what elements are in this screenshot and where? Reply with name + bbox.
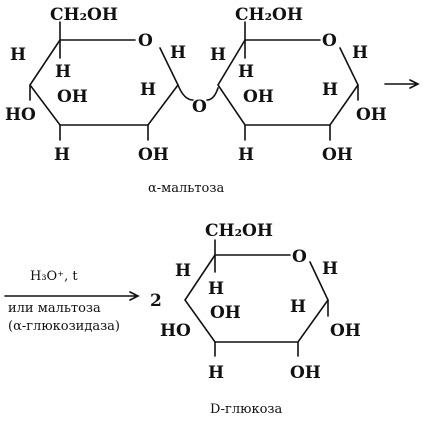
right-h-c4: H xyxy=(238,145,254,165)
glucose-oh-c2: OH xyxy=(290,363,321,383)
glucose-ring: CH₂OH O H H H OH H OH HO H OH xyxy=(160,221,361,383)
right-oh-c1: OH xyxy=(356,105,387,125)
right-substituent-bonds xyxy=(244,39,359,141)
reagent-line-3: (α-глюкозидаза) xyxy=(8,319,120,334)
conditions-arrow xyxy=(4,291,140,301)
top-arrow xyxy=(384,79,420,89)
right-oh-c2: OH xyxy=(322,145,353,165)
glucose-ring-oxygen: O xyxy=(292,247,307,267)
right-ch2oh-label: CH₂OH xyxy=(235,5,303,25)
left-substituent-bonds xyxy=(29,39,149,141)
glucose-oh-c3: OH xyxy=(210,303,241,323)
stoichiometric-coefficient: 2 xyxy=(150,291,162,311)
glucose-ch2oh-label: CH₂OH xyxy=(205,221,273,241)
right-h-c5b: H xyxy=(238,62,254,82)
glucose-ring-bonds xyxy=(184,254,329,343)
left-oh-c2: OH xyxy=(138,145,169,165)
right-ring-bonds xyxy=(217,39,359,126)
left-h-c5: H xyxy=(10,45,26,65)
glucose-ho-c4: HO xyxy=(160,321,191,341)
right-h-c5: H xyxy=(210,45,226,65)
maltose-right-ring: CH₂OH O H H H OH H OH H OH xyxy=(210,5,387,165)
right-oh-c3: OH xyxy=(243,87,274,107)
glucose-substituent-bonds xyxy=(214,254,329,357)
left-ch2oh-label: CH₂OH xyxy=(50,5,118,25)
left-h-c1: H xyxy=(170,43,186,63)
left-ring-bonds xyxy=(29,39,179,126)
left-h-c4: H xyxy=(54,145,70,165)
glycosidic-bond xyxy=(177,84,219,101)
left-ring-oxygen: O xyxy=(138,31,153,51)
maltose-caption: α-мальтоза xyxy=(148,181,224,196)
reaction-conditions: H₃O⁺, t или мальтоза (α-глюкозидаза) xyxy=(4,269,140,334)
right-h-c1: H xyxy=(352,43,368,63)
left-ho-c4: HO xyxy=(5,105,36,125)
left-h-c2: H xyxy=(140,80,156,100)
reagent-line-2: или мальтоза xyxy=(8,301,101,316)
left-oh-c3: OH xyxy=(57,87,88,107)
right-h-c2: H xyxy=(322,80,338,100)
maltose-left-ring: CH₂OH O H H H OH H HO H OH xyxy=(5,5,186,165)
left-h-c5b: H xyxy=(55,62,71,82)
glucose-h-c1: H xyxy=(322,259,338,279)
glucose-caption: D-глюкоза xyxy=(210,402,282,417)
glucose-h-c4: H xyxy=(208,363,224,383)
right-ring-oxygen: O xyxy=(322,31,337,51)
glucose-h-c5: H xyxy=(175,261,191,281)
bridge-oxygen: O xyxy=(192,97,207,117)
glucose-h-c2: H xyxy=(290,297,306,317)
glucose-oh-c1: OH xyxy=(330,321,361,341)
glucose-h-c5b: H xyxy=(208,279,224,299)
reagent-line-1: H₃O⁺, t xyxy=(30,269,78,284)
